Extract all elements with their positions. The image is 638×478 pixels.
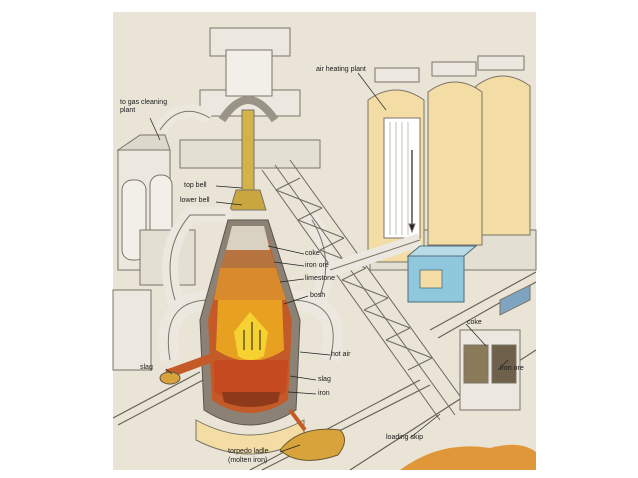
- label-lower-bell: lower bell: [180, 197, 210, 204]
- label-iron-ore-bin: iron ore: [500, 365, 524, 372]
- label-molten-iron: (molten iron): [228, 457, 268, 464]
- label-iron-ore: iron ore: [305, 262, 329, 269]
- ore-pile: [400, 444, 536, 470]
- air-heating-stoves: [367, 55, 537, 271]
- torpedo-ladle: [279, 408, 345, 461]
- hot-air-bustle-pipe: [158, 233, 423, 363]
- label-top-bell: top bell: [184, 182, 207, 189]
- skip-winding-house: [406, 245, 478, 303]
- stockhouse-bins: [459, 284, 531, 411]
- label-limestone: limestone: [305, 275, 335, 282]
- label-torpedo-ladle: torpedo ladle: [228, 448, 269, 455]
- label-slag: slag: [318, 376, 331, 383]
- label-bosh: bosh: [310, 292, 326, 299]
- label-coke: coke: [305, 250, 320, 257]
- label-loading-skip: loading skip: [386, 434, 423, 441]
- label-coke-bin: coke: [467, 319, 482, 326]
- label-hot-air: hot air: [331, 351, 351, 358]
- label-air-heating-plant: air heating plant: [316, 66, 366, 73]
- label-gas-cleaning-plant: to gas cleaning plant: [120, 99, 168, 114]
- leader-lines: [149, 72, 509, 453]
- blast-furnace-body: [195, 219, 305, 455]
- skip-hoist-incline: [261, 159, 471, 421]
- furnace-top-tower: [154, 27, 321, 211]
- label-slag-left: slag: [140, 364, 153, 371]
- label-iron: iron: [318, 390, 330, 397]
